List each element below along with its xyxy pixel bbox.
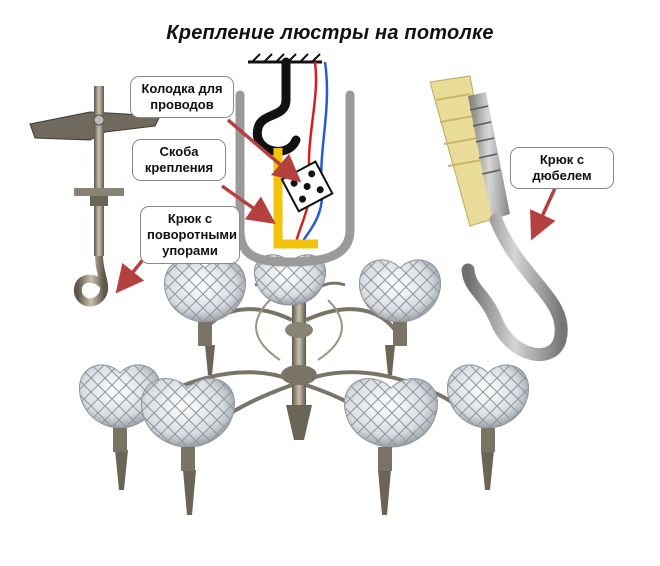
- arrow-bracket: [220, 184, 276, 225]
- canopy-cup: [235, 90, 355, 267]
- callout-line: дюбелем: [532, 168, 592, 183]
- callout-line: крепления: [144, 160, 214, 175]
- terminal-block: [280, 160, 334, 213]
- callout-dowel-hook: Крюк с дюбелем: [510, 147, 614, 189]
- arm: [305, 307, 397, 332]
- callout-line: Скоба: [159, 144, 199, 159]
- shade: [359, 259, 441, 346]
- shade: [141, 378, 235, 471]
- callout-line: Крюк с: [167, 211, 213, 226]
- steel-hook: [461, 213, 568, 362]
- diagram-title: Крепление люстры на потолке: [166, 22, 494, 44]
- arrow-dowel-hook: [530, 185, 558, 241]
- callout-wire-block: Колодка для проводов: [130, 76, 234, 118]
- swivel-rod: [94, 86, 104, 256]
- chandelier-knob: [285, 322, 313, 338]
- shade: [344, 378, 438, 471]
- arrow-wire-block: [226, 118, 302, 183]
- swivel-washer: [74, 188, 124, 196]
- callout-line: упорами: [162, 243, 218, 258]
- wire-red: [294, 61, 318, 247]
- chandelier: [79, 254, 529, 515]
- shade: [79, 364, 161, 452]
- shade: [253, 254, 327, 306]
- callout-bracket: Скоба крепления: [132, 139, 226, 181]
- canopy-detail: [235, 53, 355, 267]
- shade: [447, 364, 529, 452]
- ceiling-hook: [252, 57, 301, 156]
- callout-line: поворотными: [147, 227, 238, 242]
- chandelier-finial: [286, 405, 312, 440]
- callout-line: Крюк с: [539, 152, 585, 167]
- swivel-eye: [73, 255, 109, 307]
- callout-swivel-hook: Крюк с поворотными упорами: [140, 206, 240, 264]
- dowel-hook: [429, 75, 568, 362]
- shade: [164, 259, 246, 346]
- swivel-hook: [29, 86, 161, 307]
- callout-line: проводов: [150, 97, 214, 112]
- callout-line: Колодка для: [141, 81, 223, 96]
